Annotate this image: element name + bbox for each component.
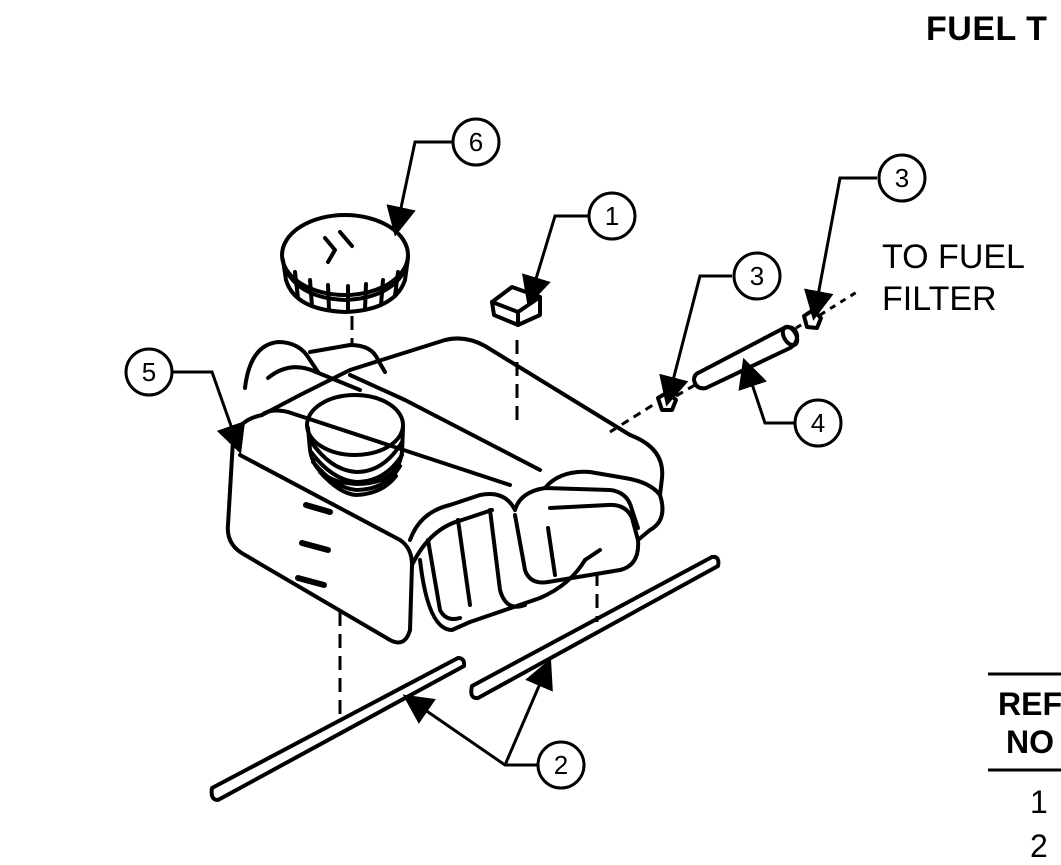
callout-circle-4 xyxy=(793,398,843,448)
callout-circle-3-lower xyxy=(732,251,782,301)
callout-label-5: 5 xyxy=(142,357,156,387)
hose-clamp-lower xyxy=(656,390,678,412)
fuel-hose xyxy=(692,324,800,391)
table-row-ref-1: 1 xyxy=(1030,784,1048,820)
mounting-strip-left xyxy=(209,656,467,802)
callout-label-2: 2 xyxy=(554,750,568,780)
callout-label-4: 4 xyxy=(811,408,825,438)
callout-circle-1 xyxy=(587,191,637,241)
diagram-title: FUEL T xyxy=(926,10,1048,48)
callout-label-1: 1 xyxy=(605,201,619,231)
callout-circle-5 xyxy=(124,347,174,397)
callout-circle-2 xyxy=(536,740,586,790)
table-header-no: NO xyxy=(1006,724,1054,760)
mounting-strip-right xyxy=(469,554,721,701)
to-fuel-filter-label: TO FUEL FILTER xyxy=(882,238,1025,318)
callout-label-3-upper: 3 xyxy=(895,163,909,193)
table-header-ref: REF xyxy=(998,686,1061,722)
callout-label-6: 6 xyxy=(469,127,483,157)
parts-table-rules xyxy=(988,672,1061,772)
hose-clamp-upper xyxy=(802,308,823,330)
table-row-ref-2: 2 xyxy=(1030,828,1048,864)
gasket-pad xyxy=(490,285,542,327)
fuel-cap xyxy=(280,213,410,314)
callout-label-3-lower: 3 xyxy=(750,261,764,291)
callout-circle-3-upper xyxy=(877,153,927,203)
callout-circle-6 xyxy=(451,117,501,167)
